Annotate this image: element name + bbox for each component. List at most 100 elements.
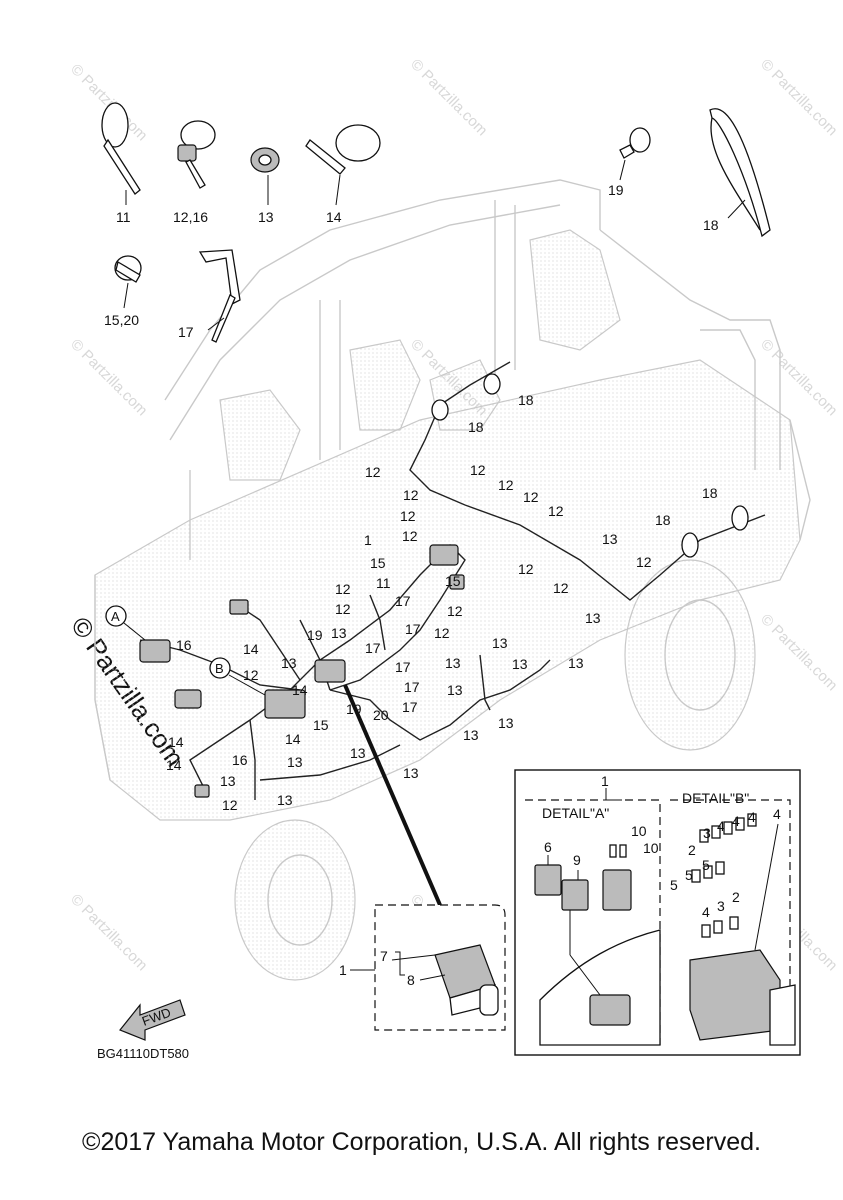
watermark: © Partzilla.com bbox=[67, 336, 150, 419]
label-18: 18 bbox=[703, 217, 719, 233]
label-16: 16 bbox=[176, 637, 192, 653]
label-13: 13 bbox=[331, 625, 347, 641]
label-13: 13 bbox=[287, 754, 303, 770]
label-12: 12 bbox=[402, 528, 418, 544]
label-17: 17 bbox=[395, 593, 411, 609]
label-14: 14 bbox=[243, 641, 259, 657]
callout-a: A bbox=[111, 609, 120, 624]
callout-b: B bbox=[215, 661, 224, 676]
label-4: 4 bbox=[732, 813, 740, 829]
label-8: 8 bbox=[407, 972, 415, 988]
fuse-row bbox=[691, 813, 757, 938]
label-1: 1 bbox=[364, 532, 372, 548]
label-1: 1 bbox=[601, 773, 609, 789]
label-13: 13 bbox=[220, 773, 236, 789]
label-14: 14 bbox=[285, 731, 301, 747]
legend-labels: 11 12,16 13 14 19 18 15,20 17 bbox=[104, 182, 719, 340]
label-7: 7 bbox=[380, 948, 388, 964]
label-14: 14 bbox=[326, 209, 342, 225]
leader-to-ecu bbox=[343, 684, 442, 906]
detail-b-label: DETAIL"B" bbox=[682, 790, 749, 806]
clamp-12-icon bbox=[177, 120, 216, 189]
label-17: 17 bbox=[404, 679, 420, 695]
label-12: 12 bbox=[365, 464, 381, 480]
label-13: 13 bbox=[463, 727, 479, 743]
label-10: 10 bbox=[631, 823, 647, 839]
label-14: 14 bbox=[166, 757, 182, 773]
label-12-16: 12,16 bbox=[173, 209, 208, 225]
label-13: 13 bbox=[602, 531, 618, 547]
label-13: 13 bbox=[350, 745, 366, 761]
band-14-icon bbox=[305, 124, 381, 206]
label-5: 5 bbox=[685, 867, 693, 883]
label-13: 13 bbox=[498, 715, 514, 731]
label-14: 14 bbox=[292, 682, 308, 698]
label-13: 13 bbox=[447, 682, 463, 698]
detail-inset: 1 DETAIL"A" DETAIL"B" 6 9 10 10 bbox=[514, 769, 801, 1056]
label-17: 17 bbox=[395, 659, 411, 675]
label-20: 20 bbox=[373, 707, 389, 723]
label-12: 12 bbox=[518, 561, 534, 577]
label-5: 5 bbox=[702, 857, 710, 873]
label-2: 2 bbox=[732, 889, 740, 905]
label-12: 12 bbox=[434, 625, 450, 641]
grommet-13-icon bbox=[250, 147, 280, 205]
label-12: 12 bbox=[553, 580, 569, 596]
copyright-notice: ©2017 Yamaha Motor Corporation, U.S.A. A… bbox=[82, 1128, 761, 1156]
band-19-icon bbox=[619, 127, 651, 181]
main-labels: 18 18 12 12 12 12 12 12 12 18 18 1 12 13… bbox=[166, 392, 718, 813]
label-15: 15 bbox=[370, 555, 386, 571]
label-12: 12 bbox=[470, 462, 486, 478]
label-14: 14 bbox=[168, 734, 184, 750]
label-13: 13 bbox=[403, 765, 419, 781]
label-13: 13 bbox=[585, 610, 601, 626]
clamp-15-icon bbox=[114, 255, 142, 309]
label-2: 2 bbox=[688, 842, 696, 858]
label-12: 12 bbox=[548, 503, 564, 519]
label-12: 12 bbox=[243, 667, 259, 683]
label-17: 17 bbox=[365, 640, 381, 656]
legend-parts bbox=[101, 102, 771, 343]
label-10: 10 bbox=[643, 840, 659, 856]
label-15: 15 bbox=[445, 573, 461, 589]
label-15: 15 bbox=[313, 717, 329, 733]
label-1: 1 bbox=[339, 962, 347, 978]
label-4: 4 bbox=[748, 809, 756, 825]
label-18: 18 bbox=[518, 392, 534, 408]
label-12: 12 bbox=[335, 581, 351, 597]
label-11: 11 bbox=[376, 575, 391, 591]
detail-a-label: DETAIL"A" bbox=[542, 805, 609, 821]
label-12: 12 bbox=[222, 797, 238, 813]
wire-harness bbox=[139, 361, 766, 800]
watermark: © Partzilla.com bbox=[757, 611, 840, 694]
label-18: 18 bbox=[702, 485, 718, 501]
label-18: 18 bbox=[468, 419, 484, 435]
label-17: 17 bbox=[402, 699, 418, 715]
label-12: 12 bbox=[636, 554, 652, 570]
label-4: 4 bbox=[717, 818, 725, 834]
callouts: A B bbox=[105, 605, 266, 696]
watermark: © Partzilla.com bbox=[407, 56, 490, 139]
label-12: 12 bbox=[400, 508, 416, 524]
tie-18-icon bbox=[709, 108, 771, 238]
label-13: 13 bbox=[568, 655, 584, 671]
band-11-icon bbox=[101, 102, 141, 205]
label-4: 4 bbox=[773, 806, 781, 822]
label-12: 12 bbox=[335, 601, 351, 617]
label-17: 17 bbox=[405, 621, 421, 637]
label-9: 9 bbox=[573, 852, 581, 868]
label-17: 17 bbox=[178, 324, 194, 340]
label-6: 6 bbox=[544, 839, 552, 855]
label-13: 13 bbox=[492, 635, 508, 651]
label-12: 12 bbox=[523, 489, 539, 505]
label-13: 13 bbox=[277, 792, 293, 808]
fwd-arrow: FWD bbox=[119, 999, 186, 1041]
label-13: 13 bbox=[281, 655, 297, 671]
watermark: © Partzilla.com bbox=[757, 56, 840, 139]
label-11: 11 bbox=[116, 209, 131, 225]
label-3: 3 bbox=[703, 825, 711, 841]
label-13: 13 bbox=[445, 655, 461, 671]
label-5: 5 bbox=[670, 877, 678, 893]
label-16: 16 bbox=[232, 752, 248, 768]
